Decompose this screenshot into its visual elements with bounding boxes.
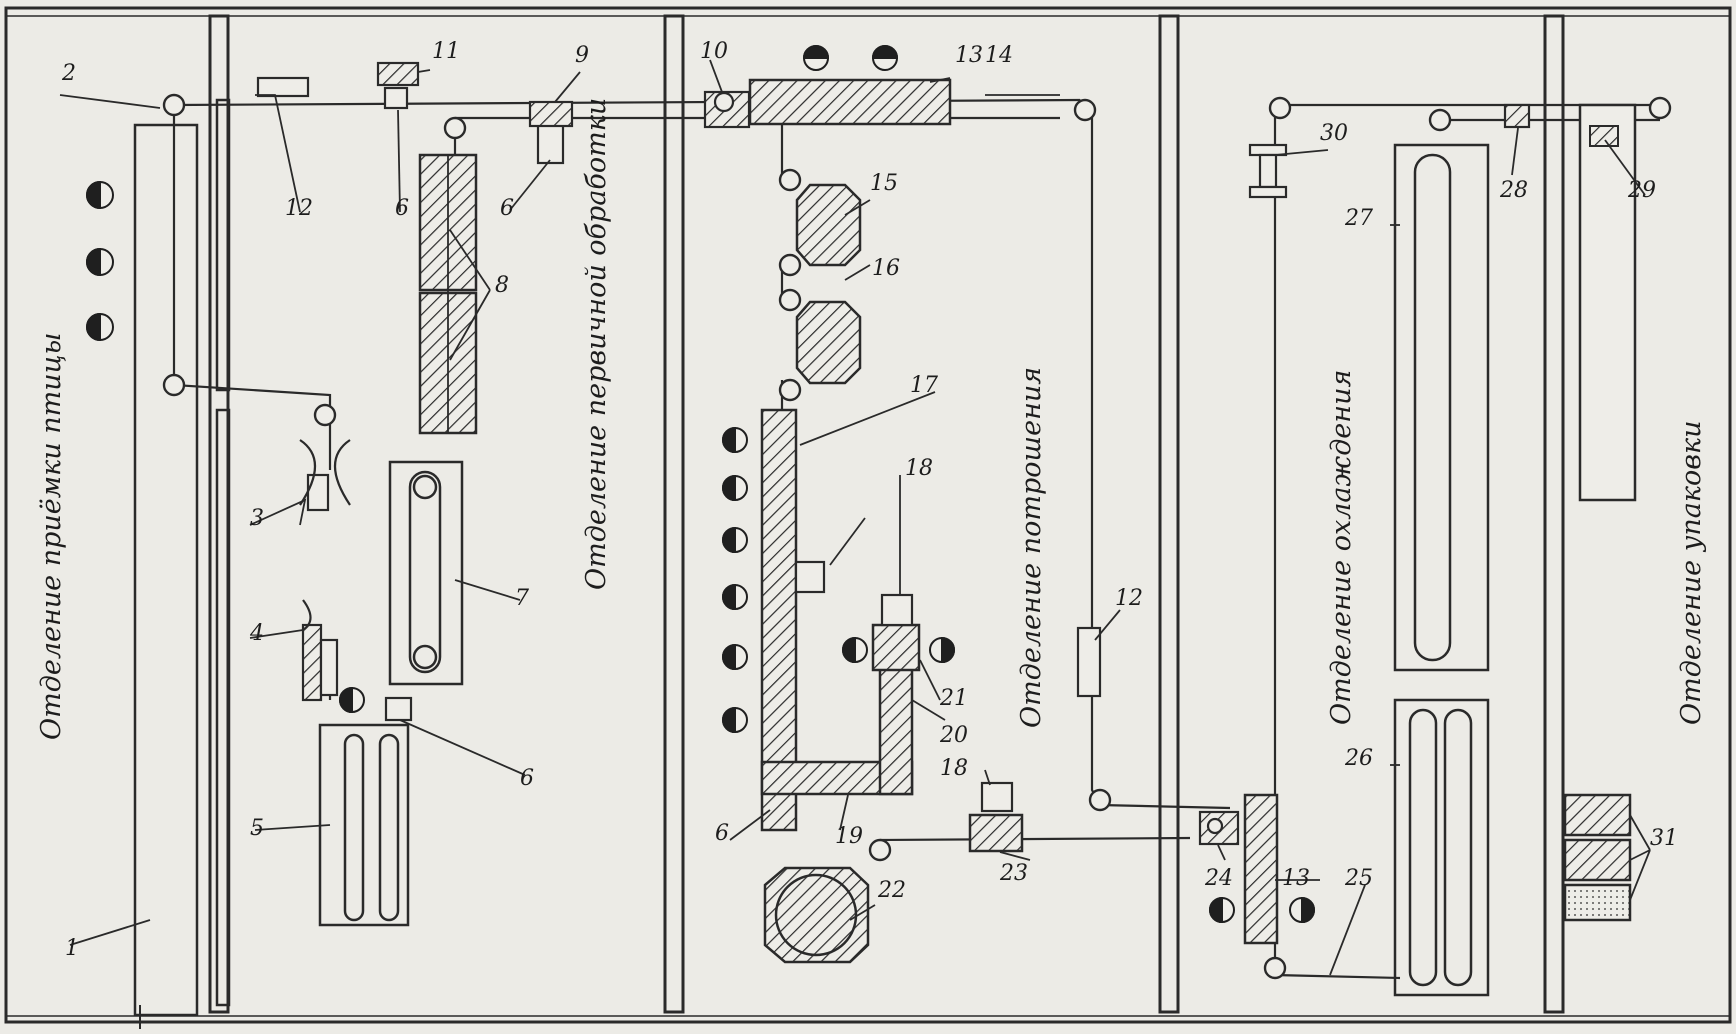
equipment-24 [1198, 810, 1240, 846]
equipment-5-scalding-bath [318, 723, 410, 927]
label-6d: 6 [715, 821, 729, 846]
label-13b: 13 [1282, 866, 1310, 891]
label-20: 20 [939, 723, 968, 748]
equipment-9 [528, 100, 574, 128]
equipment-21 [871, 623, 921, 672]
label-6b: 6 [500, 196, 514, 221]
label-4: 4 [249, 621, 264, 646]
building-walls [4, 6, 1732, 1029]
label-17: 17 [910, 373, 938, 398]
label-6a: 6 [395, 196, 409, 221]
equipment-8 [418, 153, 478, 435]
dept-reception-title: Отделение приёмки птицы [36, 333, 67, 740]
label-8: 8 [495, 273, 509, 298]
equipment-27 [1393, 143, 1490, 672]
label-18b: 18 [940, 756, 968, 781]
equipment-13a [748, 78, 952, 126]
label-9: 9 [575, 43, 589, 68]
label-27: 27 [1344, 206, 1373, 231]
label-24: 24 [1204, 866, 1233, 891]
equipment-18b [880, 593, 914, 627]
label-25: 25 [1344, 866, 1373, 891]
label-15: 15 [870, 171, 898, 196]
worker-symbols [86, 45, 1315, 924]
equipment-12b [1076, 626, 1102, 698]
equipment-31 [1563, 793, 1632, 922]
label-14: 14 [985, 43, 1013, 68]
equipment-16 [795, 300, 862, 385]
label-22: 22 [877, 878, 906, 903]
reception-partition [215, 98, 231, 1007]
number-labels: 1 2 3 4 5 6 6 6 6 7 8 9 10 11 12 12 13 1… [61, 39, 1678, 961]
label-28: 28 [1499, 178, 1528, 203]
equipment-17 [760, 408, 798, 832]
label-6c: 6 [520, 766, 534, 791]
equipment-18c [980, 781, 1014, 813]
label-18a: 18 [905, 456, 933, 481]
label-11: 11 [432, 39, 460, 64]
equipment-13b [1243, 793, 1279, 945]
label-13a: 13 [955, 43, 983, 68]
equipment-4 [301, 599, 339, 702]
label-26: 26 [1344, 746, 1373, 771]
label-21: 21 [939, 686, 968, 711]
label-29: 29 [1627, 178, 1656, 203]
equipment-1-reception-conveyor [133, 123, 199, 1017]
label-1: 1 [65, 936, 79, 961]
equipment-28 [1503, 103, 1531, 129]
equipment-15 [795, 183, 862, 267]
equipment-30 [1248, 143, 1288, 199]
label-2: 2 [61, 61, 76, 86]
equipment-11 [376, 61, 420, 87]
label-16: 16 [872, 256, 900, 281]
leader-lines [59, 59, 1651, 976]
label-31: 31 [1650, 826, 1678, 851]
equipment-23 [968, 813, 1024, 853]
dept-evisceration-title: Отделение потрошения [1016, 367, 1047, 728]
equipment-12a [256, 76, 310, 98]
equipment-7 [388, 460, 464, 686]
label-7: 7 [515, 586, 529, 611]
label-12b: 12 [1115, 586, 1143, 611]
equipment-3 [299, 439, 351, 512]
equipment-22 [763, 866, 870, 964]
label-5: 5 [250, 816, 264, 841]
equipment-29 [1578, 103, 1637, 502]
equipment-29-head [1589, 125, 1619, 147]
dept-cooling-title: Отделение охлаждения [1326, 370, 1357, 725]
label-19: 19 [835, 824, 863, 849]
dept-packing-title: Отделение упаковки [1676, 421, 1707, 726]
label-10: 10 [700, 39, 728, 64]
equipment-18a [794, 560, 826, 594]
dept-primary-title: Отделение первичной обработки [581, 98, 612, 590]
equipment-26 [1393, 698, 1490, 997]
label-23: 23 [999, 861, 1028, 886]
equipment-10 [703, 90, 751, 129]
equipment-20 [878, 666, 914, 796]
label-12a: 12 [285, 196, 313, 221]
label-3: 3 [250, 506, 264, 531]
label-30: 30 [1320, 121, 1348, 146]
